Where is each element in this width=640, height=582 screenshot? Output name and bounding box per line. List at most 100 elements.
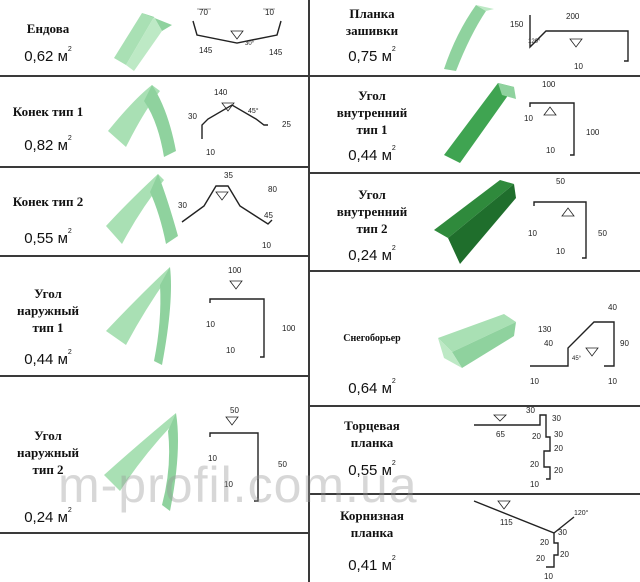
torcevaya-planka-drawing: 30 30 65 30 20 20 20 20 10	[474, 406, 563, 489]
product-name: Конек тип 2	[12, 194, 84, 209]
svg-text:10: 10	[556, 247, 565, 256]
row-divider	[0, 532, 308, 534]
svg-text:30: 30	[178, 201, 187, 210]
row-endova: Ендова 0,62 м2 70 10 145 145 30°	[0, 0, 308, 75]
svg-text:30: 30	[552, 414, 561, 423]
svg-text:90: 90	[620, 339, 629, 348]
row-divider	[0, 75, 308, 77]
row-divider	[0, 375, 308, 377]
svg-text:35: 35	[224, 171, 233, 180]
svg-text:10: 10	[530, 480, 539, 489]
row-snegobarrier: Снегоборьер 0,64 м2 40 130 40 90 10 45° …	[310, 272, 640, 405]
svg-text:30: 30	[526, 406, 535, 415]
row-divider	[308, 405, 640, 407]
svg-text:45: 45	[264, 211, 273, 220]
ugol-vnutrenny-2-image	[434, 180, 516, 264]
svg-text:65: 65	[496, 430, 505, 439]
svg-text:70: 70	[199, 8, 208, 17]
row-divider	[0, 255, 308, 257]
svg-text:30: 30	[558, 528, 567, 537]
svg-text:50: 50	[556, 177, 565, 186]
svg-text:120°: 120°	[528, 39, 541, 45]
svg-text:10: 10	[206, 148, 215, 157]
svg-text:10: 10	[546, 146, 555, 155]
product-name: Конек тип 1	[12, 104, 84, 119]
product-weight: 0,82 м2	[24, 135, 72, 154]
endova-image	[114, 13, 172, 71]
snegobarrier-drawing: 40 130 40 90 10 45° 10	[530, 303, 629, 386]
row-divider	[308, 493, 640, 495]
svg-text:20: 20	[540, 538, 549, 547]
svg-text:30°: 30°	[245, 41, 255, 47]
svg-text:100: 100	[586, 128, 600, 137]
product-weight: 0,24 м2	[348, 245, 396, 264]
svg-text:130: 130	[538, 325, 552, 334]
svg-text:10: 10	[226, 346, 235, 355]
svg-text:30: 30	[554, 430, 563, 439]
svg-text:20: 20	[530, 460, 539, 469]
product-name: Снегоборьер	[343, 333, 401, 344]
svg-text:45°: 45°	[248, 107, 259, 115]
row-divider	[308, 172, 640, 174]
svg-text:45°: 45°	[572, 356, 582, 362]
product-weight: 0,55 м2	[24, 228, 72, 247]
svg-text:10: 10	[265, 8, 274, 17]
svg-text:20: 20	[532, 432, 541, 441]
svg-text:10: 10	[608, 377, 617, 386]
svg-text:50: 50	[598, 229, 607, 238]
endova-drawing: 70 10 145 145 30°	[192, 8, 283, 57]
konek-1-drawing: 140 30 45° 25 10	[188, 88, 291, 157]
row-divider	[308, 75, 640, 77]
svg-text:100: 100	[282, 324, 296, 333]
svg-text:10: 10	[208, 454, 217, 463]
planka-zashivki-image	[444, 5, 494, 71]
svg-text:145: 145	[199, 46, 213, 55]
ugol-naruzhny-2-image	[104, 413, 178, 511]
svg-text:25: 25	[282, 120, 291, 129]
svg-text:145: 145	[269, 48, 283, 57]
svg-text:40: 40	[608, 303, 617, 312]
svg-text:100: 100	[228, 266, 242, 275]
svg-text:80: 80	[268, 185, 277, 194]
ugol-naruzhny-1-drawing: 100 10 100 10	[206, 266, 296, 358]
svg-text:10: 10	[574, 62, 583, 71]
svg-text:10: 10	[530, 377, 539, 386]
ugol-vnutrenny-1-image	[444, 83, 516, 163]
product-weight: 0,55 м2	[348, 460, 396, 479]
svg-text:50: 50	[278, 460, 287, 469]
svg-text:100: 100	[542, 80, 556, 89]
product-weight: 0,44 м2	[348, 145, 396, 164]
svg-text:150: 150	[510, 20, 524, 29]
konek-2-image	[106, 174, 178, 244]
kornizna-planka-drawing: 120° 115 30 20 20 20 10	[473, 500, 589, 581]
ugol-vnutrenny-1-drawing: 100 10 100 10	[524, 80, 600, 156]
svg-text:50: 50	[230, 406, 239, 415]
svg-text:10: 10	[206, 320, 215, 329]
svg-text:10: 10	[524, 114, 533, 123]
ugol-naruzhny-2-drawing: 50 10 50 10	[208, 406, 287, 502]
svg-text:20: 20	[560, 550, 569, 559]
svg-text:10: 10	[528, 229, 537, 238]
konek-1-image	[108, 85, 176, 157]
svg-text:10: 10	[544, 572, 553, 581]
planka-zashivki-drawing: 200 150 120° 10	[510, 12, 629, 71]
svg-text:20: 20	[554, 444, 563, 453]
product-weight: 0,64 м2	[348, 378, 396, 397]
row-konek-1: Конек тип 1 0,82 м2 140 30 45° 25 10	[0, 77, 308, 166]
svg-text:140: 140	[214, 88, 228, 97]
svg-text:115: 115	[500, 518, 513, 527]
